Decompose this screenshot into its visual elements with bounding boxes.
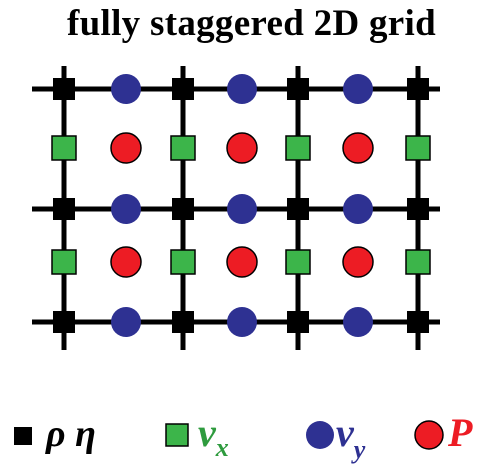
- legend-p-label: P: [447, 410, 473, 455]
- rho-eta-node: [172, 311, 194, 333]
- rho-eta-node: [287, 198, 309, 220]
- legend-p-circle: [414, 420, 444, 450]
- vx-node: [170, 249, 196, 275]
- vx-node: [51, 135, 77, 161]
- rho-eta-node: [53, 78, 75, 100]
- pressure-node: [342, 132, 374, 164]
- legend-rho-eta-label: ρ η: [45, 413, 96, 455]
- legend-vx-square: [165, 423, 189, 447]
- vx-node: [170, 135, 196, 161]
- vx-node: [405, 135, 431, 161]
- rho-eta-node: [407, 311, 429, 333]
- vy-node: [111, 74, 141, 104]
- diagram-title: fully staggered 2D grid: [66, 3, 436, 44]
- legend-rho-eta-square: [14, 427, 32, 445]
- legend-vx-letter: v: [198, 410, 217, 455]
- vy-node: [111, 307, 141, 337]
- vy-node: [343, 307, 373, 337]
- pressure-node: [342, 246, 374, 278]
- rho-eta-node: [53, 311, 75, 333]
- vx-node: [285, 135, 311, 161]
- pressure-node: [110, 246, 142, 278]
- legend: ρ η vx vy P: [14, 410, 473, 464]
- grid-markers: [51, 74, 431, 337]
- legend-vy-circle: [306, 421, 334, 449]
- legend-vx-label: vx: [198, 410, 229, 462]
- vx-node: [285, 249, 311, 275]
- legend-vx-subscript: x: [215, 433, 229, 462]
- legend-vy-label: vy: [336, 410, 366, 464]
- pressure-node: [226, 132, 258, 164]
- vy-node: [227, 307, 257, 337]
- rho-eta-node: [172, 78, 194, 100]
- rho-eta-node: [407, 78, 429, 100]
- vx-node: [51, 249, 77, 275]
- rho-eta-node: [287, 78, 309, 100]
- rho-eta-node: [172, 198, 194, 220]
- rho-eta-node: [407, 198, 429, 220]
- vx-node: [405, 249, 431, 275]
- vy-node: [227, 74, 257, 104]
- rho-eta-node: [287, 311, 309, 333]
- vy-node: [343, 194, 373, 224]
- legend-vy-subscript: y: [351, 435, 366, 464]
- vy-node: [227, 194, 257, 224]
- pressure-node: [110, 132, 142, 164]
- vy-node: [343, 74, 373, 104]
- legend-vy-letter: v: [336, 410, 355, 455]
- vy-node: [111, 194, 141, 224]
- rho-eta-node: [53, 198, 75, 220]
- pressure-node: [226, 246, 258, 278]
